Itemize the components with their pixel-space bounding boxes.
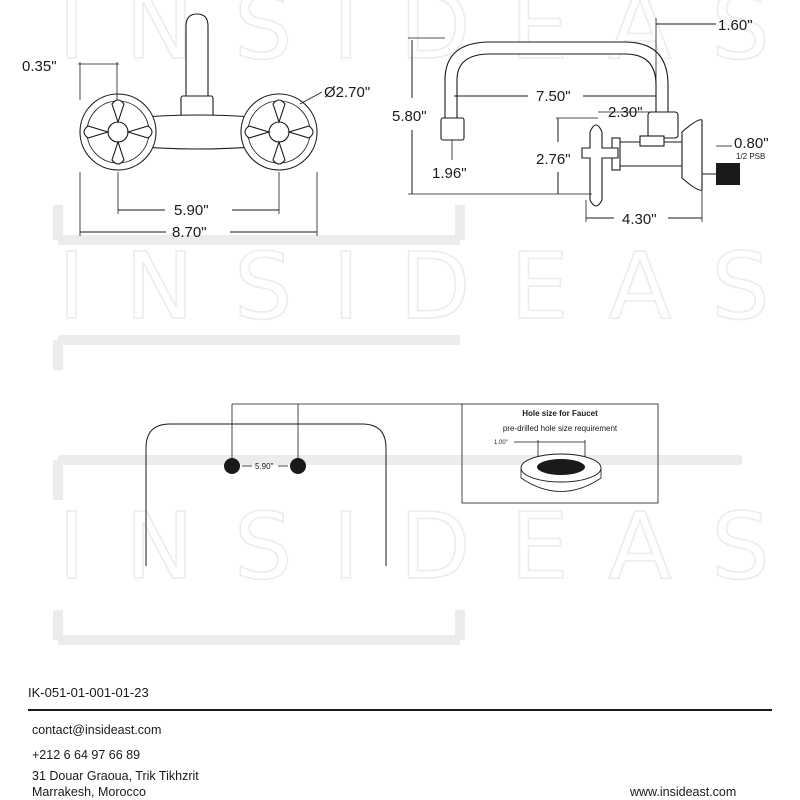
- dim-overall-width: 8.70": [172, 224, 207, 241]
- dim-spout-width: 0.35": [22, 58, 57, 75]
- dim-center-spacing: 5.90": [174, 202, 209, 219]
- dim-inlet-spacing: 2.30": [608, 104, 643, 121]
- hole-size-panel: Hole size for Faucet pre-drilled hole si…: [461, 403, 659, 504]
- left-handle: [79, 93, 157, 171]
- contact-phone: +212 6 64 97 66 89: [32, 748, 141, 762]
- watermark-text: INSIDEAST: [58, 493, 800, 600]
- hole-panel-title: Hole size for Faucet: [522, 409, 598, 418]
- dim-depth: 4.30": [622, 211, 657, 228]
- address-line-1: 31 Douar Graoua, Trik Tikhzrit: [32, 769, 199, 783]
- watermark: INSIDEAST INSIDEAST INSIDEAST: [53, 0, 800, 645]
- hole-panel-subtitle: pre-drilled hole size requirement: [503, 424, 618, 433]
- footer-divider: [28, 709, 772, 711]
- contact-email[interactable]: contact@insideast.com: [32, 723, 162, 737]
- mounting-template: 5.90": [145, 403, 462, 566]
- mounting-hole-right: [290, 458, 306, 474]
- hole-spacing-label: 5.90": [255, 462, 274, 471]
- watermark-text: INSIDEAST: [58, 0, 800, 80]
- front-view: 0.35" Ø2.70" 5.90" 8.70": [22, 13, 370, 241]
- dim-total-height: 5.80": [392, 108, 427, 125]
- dim-inlet-size: 0.80": [734, 135, 769, 152]
- dim-spout-height-offset: 1.60": [718, 17, 753, 34]
- dim-handle-height: 2.76": [536, 151, 571, 168]
- hole-diameter-label: 1.00": [494, 440, 508, 446]
- watermark-text: INSIDEAST: [58, 233, 800, 340]
- dim-spout-reach: 7.50": [536, 88, 571, 105]
- right-handle: [240, 93, 318, 171]
- address-line-2: Marrakesh, Morocco: [32, 785, 146, 799]
- mounting-hole-left: [224, 458, 240, 474]
- website-link[interactable]: www.insideast.com: [630, 785, 737, 799]
- dim-handle-diameter: Ø2.70": [324, 84, 370, 101]
- inlet-thread-label: 1/2 PSB: [736, 152, 765, 161]
- product-sku: IK-051-01-001-01-23: [28, 685, 149, 700]
- drilled-hole: [537, 459, 585, 475]
- side-view: 1.60" 5.80" 7.50" 2.30" 2.76" 1.96" 4.30…: [392, 17, 769, 228]
- dim-outlet-length: 1.96": [432, 165, 467, 182]
- inlet-pipe: [716, 163, 740, 185]
